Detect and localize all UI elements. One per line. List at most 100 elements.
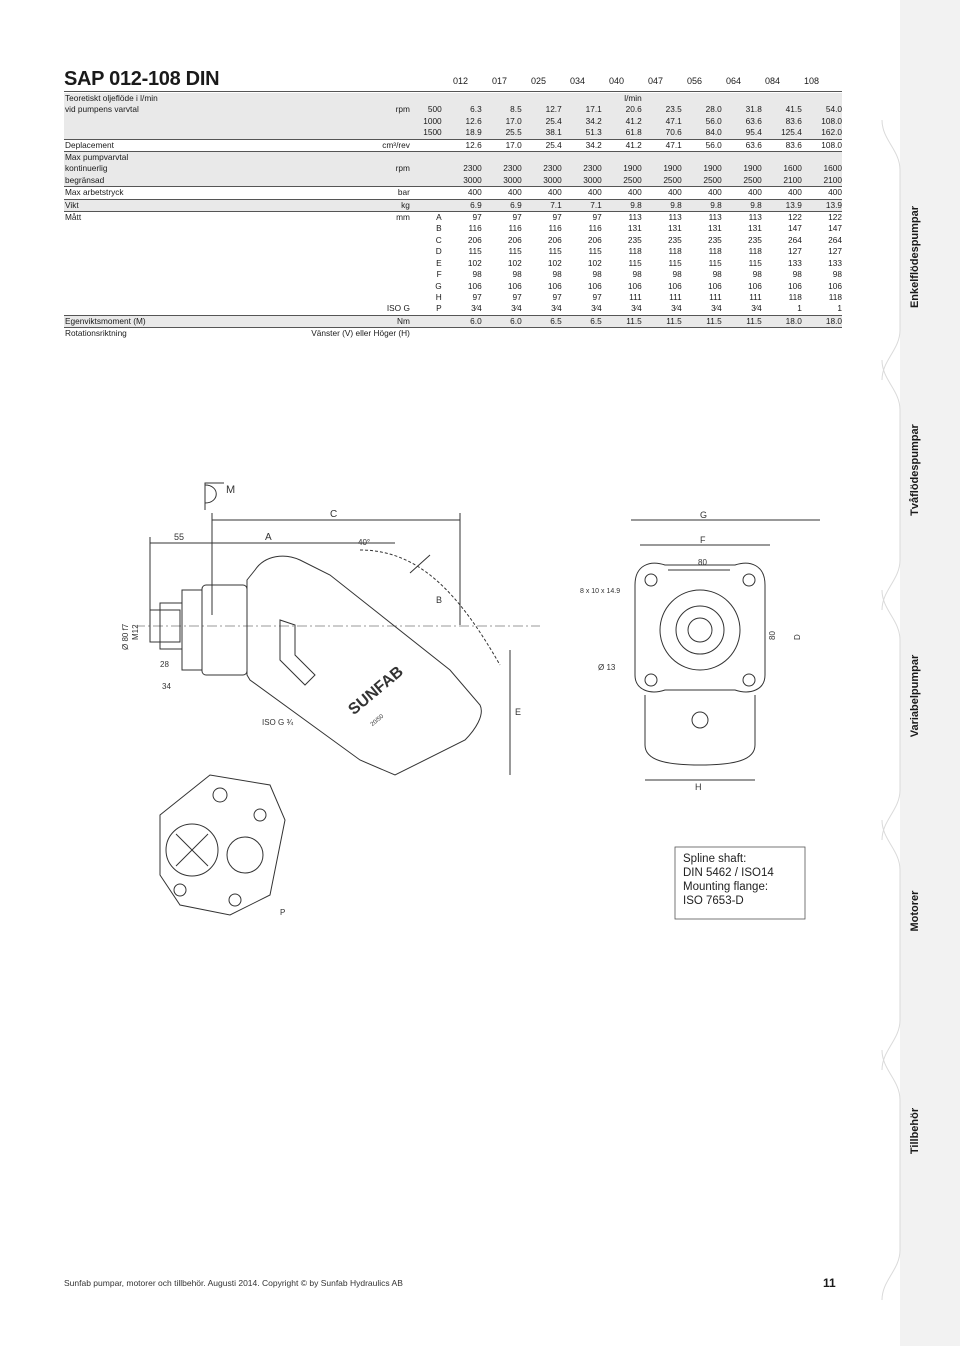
table-cell: 113 xyxy=(641,211,682,224)
table-cell xyxy=(521,93,562,105)
tab-tvaflodespumpar[interactable]: Tvåflödespumpar xyxy=(909,424,921,516)
row-label xyxy=(64,258,266,269)
tab-variabelpumpar[interactable]: Variabelpumpar xyxy=(909,654,921,738)
table-cell xyxy=(761,151,802,164)
row-sub-label: 1500 xyxy=(410,127,442,140)
row-label: vid pumpens varvtal xyxy=(64,104,267,116)
tab-enkelflodespumpar[interactable]: Enkelflödespumpar xyxy=(909,205,921,309)
table-cell: 56.0 xyxy=(681,115,722,128)
table-cell xyxy=(681,151,722,164)
column-header: 025 xyxy=(530,76,546,86)
table-cell: 1900 xyxy=(681,163,722,175)
label-80f7: Ø 80 f7 xyxy=(121,623,130,650)
table-cell: 12.6 xyxy=(441,138,482,152)
table-cell: 116 xyxy=(508,223,522,234)
table-cell: 3⁄4 xyxy=(591,303,602,314)
table-cell: 102 xyxy=(507,257,522,268)
table-cell: 264 xyxy=(787,234,802,245)
table-cell: 400 xyxy=(761,186,802,200)
label-a: A xyxy=(265,532,272,543)
table-cell: 3000 xyxy=(441,174,482,187)
table-cell: l/min xyxy=(601,93,642,105)
row-unit xyxy=(266,93,411,105)
table-cell: 1900 xyxy=(641,163,682,175)
table-cell: 6.9 xyxy=(441,198,482,212)
table-cell: 400 xyxy=(521,186,562,200)
table-cell: 3000 xyxy=(481,174,522,187)
row-label xyxy=(64,115,267,128)
table-cell: 235 xyxy=(627,234,642,245)
note-line-1: Spline shaft: xyxy=(683,853,747,865)
label-angle: 40° xyxy=(358,538,370,547)
label-m: M xyxy=(226,484,235,496)
table-cell: 1 xyxy=(837,303,842,314)
table-cell xyxy=(801,93,842,105)
table-cell: 97 xyxy=(441,211,482,224)
table-cell: 6.5 xyxy=(561,314,602,328)
table-cell: 34.2 xyxy=(561,138,602,152)
table-cell: 13.9 xyxy=(761,198,802,212)
row-sub-label: C xyxy=(435,234,442,245)
table-cell xyxy=(721,327,762,340)
table-cell: 113 xyxy=(601,211,642,224)
row-unit xyxy=(266,281,411,292)
row-unit xyxy=(266,174,411,187)
table-cell: 6.5 xyxy=(521,314,562,328)
row-label: Max arbetstryck xyxy=(64,186,267,200)
table-cell: 400 xyxy=(801,186,842,200)
label-c: C xyxy=(330,509,337,520)
table-cell: 115 xyxy=(588,246,602,257)
table-cell: 3⁄4 xyxy=(551,303,562,314)
table-cell: 98 xyxy=(792,269,802,280)
table-cell: 9.8 xyxy=(681,198,722,212)
label-34: 34 xyxy=(162,682,171,691)
row-sub-label xyxy=(410,327,442,340)
table-cell: 1900 xyxy=(601,163,642,175)
label-g: G xyxy=(700,510,707,520)
row-label: kontinuerlig xyxy=(64,163,267,175)
table-cell xyxy=(521,327,562,340)
row-label xyxy=(64,281,266,292)
table-cell: 116 xyxy=(468,223,482,234)
row-sub-label xyxy=(410,314,442,328)
row-label: Mått xyxy=(64,211,267,224)
row-sub-label xyxy=(410,138,442,152)
table-cell: 400 xyxy=(481,186,522,200)
table-cell: 98 xyxy=(512,269,522,280)
table-cell: 131 xyxy=(627,223,642,234)
table-cell xyxy=(801,151,842,164)
brand-text: SUNFAB xyxy=(345,663,406,718)
table-cell: 115 xyxy=(548,246,562,257)
table-cell: 17.0 xyxy=(481,115,522,128)
table-cell: 97 xyxy=(472,291,482,302)
table-cell: 11.5 xyxy=(601,314,642,328)
table-cell: 131 xyxy=(707,223,722,234)
row-label: Max pumpvarvtal xyxy=(64,151,267,164)
label-80b: 80 xyxy=(768,631,777,640)
row-sub-label: E xyxy=(436,257,442,268)
table-cell: 34.2 xyxy=(561,115,602,128)
table-cell xyxy=(561,327,602,340)
table-cell: 108.0 xyxy=(801,115,842,128)
table-cell: 98 xyxy=(712,269,722,280)
table-cell: 400 xyxy=(641,186,682,200)
footer-copyright: Sunfab pumpar, motorer och tillbehör. Au… xyxy=(64,1278,403,1288)
table-cell xyxy=(681,327,722,340)
table-cell xyxy=(521,151,562,164)
table-cell: 1600 xyxy=(761,163,802,175)
table-cell: 2300 xyxy=(481,163,522,175)
table-cell: 2300 xyxy=(521,163,562,175)
tab-motorer[interactable]: Motorer xyxy=(909,890,921,932)
row-unit: cm³/rev xyxy=(266,138,411,152)
table-cell: 106 xyxy=(707,280,722,291)
tab-tillbehor[interactable]: Tillbehör xyxy=(909,1107,921,1155)
table-cell: 106 xyxy=(547,280,562,291)
table-cell: 115 xyxy=(708,257,722,268)
table-cell: 13.9 xyxy=(801,198,842,212)
row-label: Rotationsriktning xyxy=(64,327,267,340)
column-header: 034 xyxy=(569,76,585,86)
row-unit xyxy=(266,223,411,234)
row-sub-label xyxy=(410,93,442,105)
table-cell: 111 xyxy=(629,291,642,302)
